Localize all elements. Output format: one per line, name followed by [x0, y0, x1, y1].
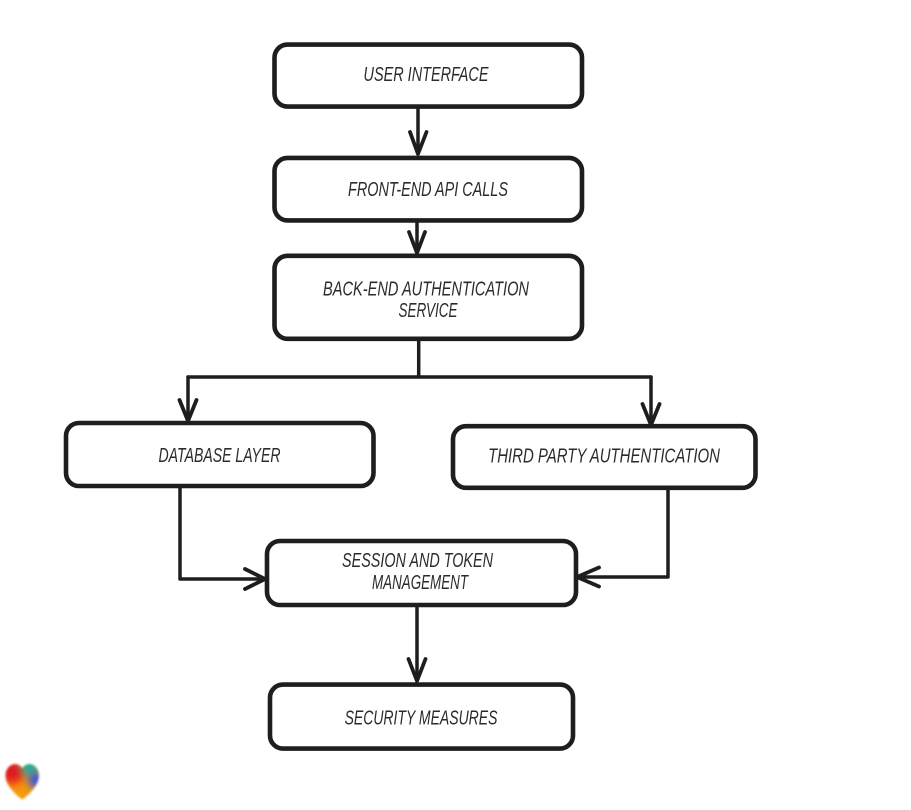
- svg-text:BACK-END AUTHENTICATION: BACK-END AUTHENTICATION: [323, 277, 529, 300]
- svg-text:SECURITY MEASURES: SECURITY MEASURES: [345, 706, 498, 729]
- svg-text:DATABASE LAYER: DATABASE LAYER: [159, 443, 281, 466]
- svg-text:SERVICE: SERVICE: [399, 299, 458, 321]
- svg-text:MANAGEMENT: MANAGEMENT: [372, 571, 469, 593]
- svg-text:THIRD PARTY AUTHENTICATION: THIRD PARTY AUTHENTICATION: [488, 444, 720, 467]
- svg-text:FRONT-END API CALLS: FRONT-END API CALLS: [348, 178, 508, 201]
- svg-text:SESSION AND TOKEN: SESSION AND TOKEN: [342, 549, 493, 572]
- svg-text:USER INTERFACE: USER INTERFACE: [364, 63, 489, 86]
